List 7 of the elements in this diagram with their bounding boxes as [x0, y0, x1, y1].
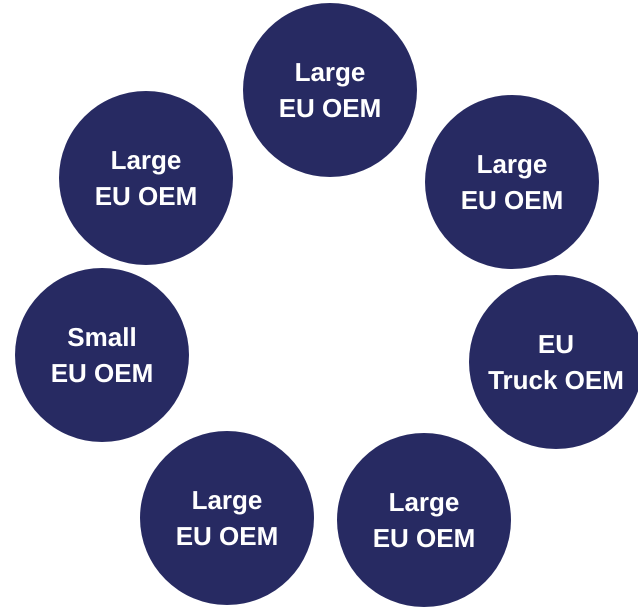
node-label: Large EU OEM	[460, 148, 564, 217]
node-label: EU Truck OEM	[488, 328, 624, 397]
node-label: Small EU OEM	[50, 321, 154, 390]
node-label: Large EU OEM	[372, 486, 476, 555]
node-label: Large EU OEM	[94, 144, 198, 213]
node-label: Large EU OEM	[176, 484, 278, 553]
node-label: Large EU OEM	[278, 56, 382, 125]
